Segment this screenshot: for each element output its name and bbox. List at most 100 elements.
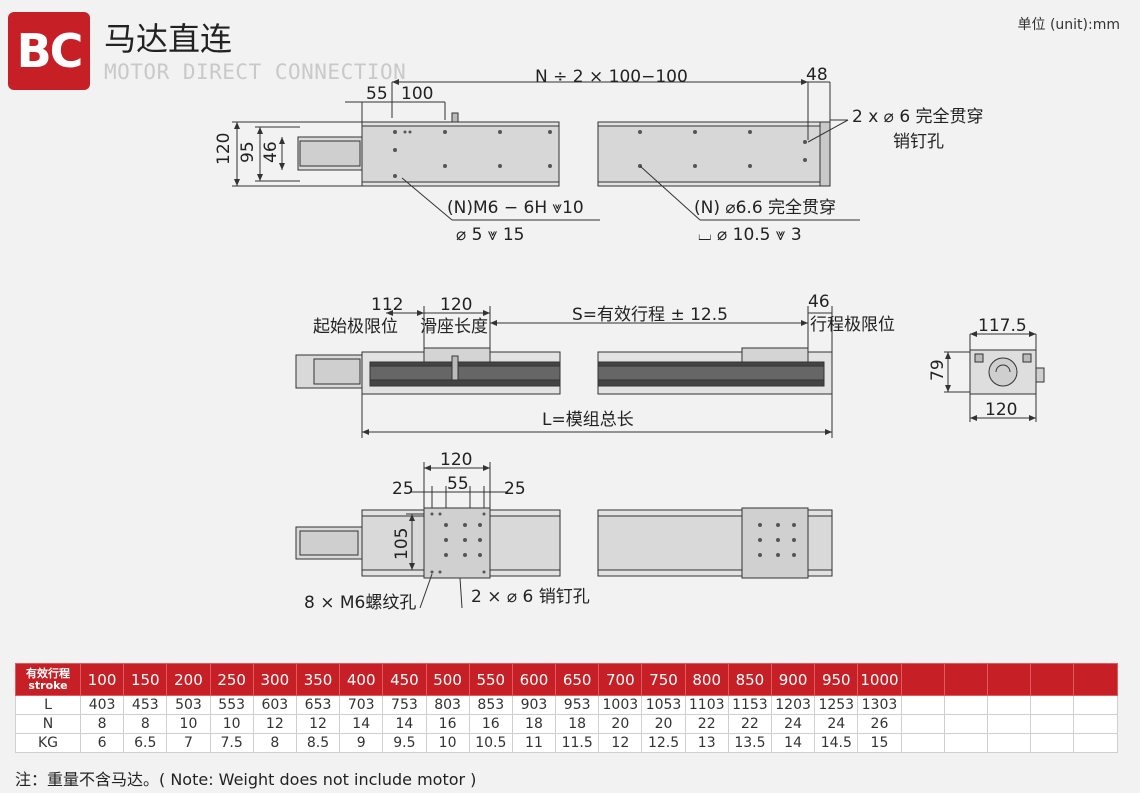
table-cell: 1003: [598, 695, 643, 715]
table-cell: 753: [382, 695, 427, 715]
table-cell: 1103: [684, 695, 729, 715]
end-view: [944, 331, 1045, 422]
table-cell: 13: [684, 733, 729, 753]
table-cell: 653: [295, 695, 341, 715]
dim-total-length: L=模组总长: [542, 410, 634, 430]
dim-95: 95: [238, 141, 258, 163]
dim-100: 100: [401, 84, 433, 104]
row-label: KG: [15, 733, 81, 753]
stroke-cell: 350: [295, 663, 341, 696]
dim-112: 112: [371, 295, 403, 315]
table-cell: 22: [684, 714, 729, 734]
unit-label: 单位 (unit):mm: [1017, 17, 1121, 33]
dim-79: 79: [928, 359, 948, 381]
table-cell: 6.5: [123, 733, 168, 753]
table-cell: 16: [468, 714, 513, 734]
stroke-cell: 900: [770, 663, 816, 696]
stroke-cell: 1000: [857, 663, 902, 696]
empty-cell: [986, 733, 1032, 753]
label-start-limit: 起始极限位: [313, 317, 398, 337]
table-cell: 20: [598, 714, 643, 734]
empty-cell: [1030, 733, 1075, 753]
stroke-cell: 650: [555, 663, 600, 696]
empty-cell: [900, 714, 945, 734]
empty-cell: [986, 714, 1032, 734]
stroke-cell: 150: [123, 663, 168, 696]
table-cell: 7: [166, 733, 211, 753]
callout-pin-hole-2: 销钉孔: [893, 132, 944, 152]
table-cell: 10.5: [468, 733, 513, 753]
empty-cell: [943, 714, 988, 734]
stroke-cell: 850: [727, 663, 773, 696]
table-cell: 1303: [857, 695, 902, 715]
dim-120-height: 120: [214, 133, 234, 165]
table-cell: 12.5: [641, 733, 686, 753]
table-cell: 10: [209, 714, 254, 734]
stroke-cell: 250: [209, 663, 254, 696]
bottom-view: [295, 462, 833, 609]
table-cell: 14.5: [814, 733, 859, 753]
empty-cell: [986, 695, 1032, 715]
stroke-cell: 550: [468, 663, 513, 696]
bc-logo: BC: [8, 12, 90, 90]
dim-n-formula: N ÷ 2 × 100−100: [535, 67, 688, 87]
table-cell: 8: [252, 733, 297, 753]
row-label: N: [15, 714, 81, 734]
row-label: L: [15, 695, 81, 715]
empty-cell: [943, 695, 988, 715]
table-cell: 853: [468, 695, 513, 715]
table-cell: 14: [770, 733, 816, 753]
dim-end-120: 120: [985, 400, 1017, 420]
stroke-cell: 400: [339, 663, 384, 696]
empty-cell: [1073, 714, 1118, 734]
table-cell: 8: [79, 714, 125, 734]
empty-cell: [1073, 695, 1118, 715]
table-cell: 18: [555, 714, 600, 734]
empty-header-cell: [943, 663, 988, 696]
table-cell: 24: [814, 714, 859, 734]
table-cell: 16: [425, 714, 470, 734]
callout-m6-screws: 8 × M6螺纹孔: [304, 593, 416, 613]
page-subtitle: MOTOR DIRECT CONNECTION: [104, 60, 407, 84]
dim-46-side: 46: [808, 292, 830, 312]
table-cell: 8.5: [295, 733, 341, 753]
dim-117-5: 117.5: [978, 316, 1027, 336]
dim-stroke-formula: S=有效行程 ± 12.5: [572, 305, 728, 325]
empty-header-cell: [1073, 663, 1118, 696]
table-cell: 14: [382, 714, 427, 734]
slider-end: [741, 347, 809, 363]
empty-header-cell: [1030, 663, 1075, 696]
stroke-cell: 450: [382, 663, 427, 696]
label-slider-length: 滑座长度: [420, 317, 488, 337]
table-cell: 14: [339, 714, 384, 734]
table-cell: 15: [857, 733, 902, 753]
stroke-cell: 800: [684, 663, 729, 696]
callout-thread-1: (N)M6 − 6H ⩔10: [447, 198, 584, 218]
dim-25-right: 25: [504, 479, 526, 499]
table-cell: 803: [425, 695, 470, 715]
stroke-cell: 200: [166, 663, 211, 696]
table-cell: 1253: [814, 695, 859, 715]
stroke-cell: 700: [598, 663, 643, 696]
table-cell: 12: [252, 714, 297, 734]
dim-105: 105: [392, 528, 412, 560]
empty-cell: [1073, 733, 1118, 753]
table-cell: 12: [295, 714, 341, 734]
dim-slider-120: 120: [440, 295, 472, 315]
empty-cell: [1030, 714, 1075, 734]
slider-bottom-start: [423, 507, 491, 579]
table-cell: 6: [79, 733, 125, 753]
stroke-cell: 950: [814, 663, 859, 696]
table-cell: 26: [857, 714, 902, 734]
slider-bottom-end: [741, 507, 809, 579]
table-cell: 603: [252, 695, 297, 715]
top-view: [232, 79, 860, 221]
dim-46: 46: [261, 141, 281, 163]
callout-pin-hole-1: 2 x ⌀ 6 完全贯穿: [852, 107, 984, 127]
empty-header-cell: [986, 663, 1032, 696]
label-end-limit: 行程极限位: [810, 315, 895, 335]
stroke-header-label-en: stroke: [28, 678, 68, 692]
callout-through-1: (N) ⌀6.6 完全贯穿: [694, 198, 836, 218]
